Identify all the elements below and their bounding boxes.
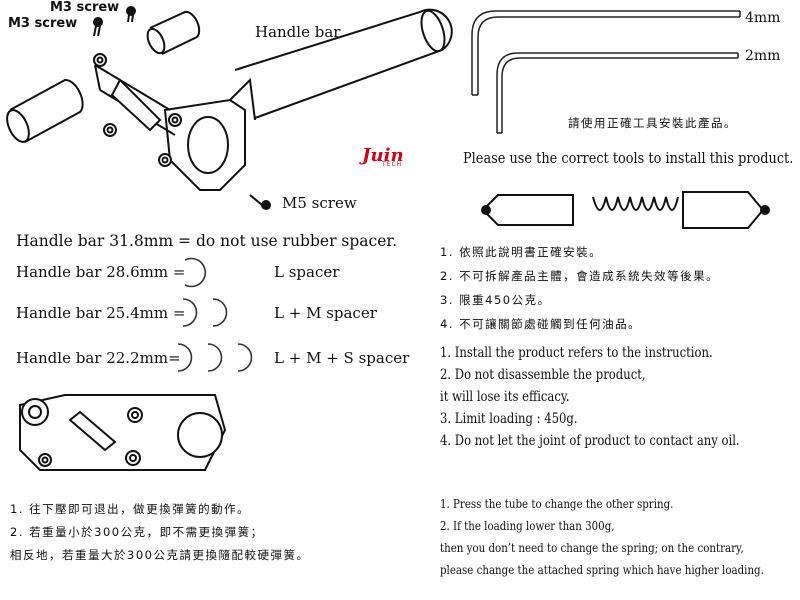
- instruction-en-item: 2. Do not disassemble the product,: [440, 367, 646, 383]
- spring-en-item: then you don’t need to change the spring…: [440, 540, 744, 555]
- handle-bar-label: Handle bar: [255, 23, 341, 41]
- instruction-zh-item: 3. 限重450公克。: [440, 293, 551, 307]
- instruction-zh-item: 1. 依照此說明書正確安裝。: [440, 245, 603, 259]
- spring-change-diagram: [19, 394, 227, 471]
- spring-en-item: please change the attached spring which …: [440, 562, 764, 577]
- spring-zh-item: 相反地，若重量大於300公克請更換隨配較硬彈簧。: [10, 548, 310, 562]
- instruction-en-item: 4. Do not let the joint of product to co…: [440, 433, 740, 449]
- tools-note-zh: 請使用正確工具安裝此產品。: [568, 116, 737, 130]
- spring-en-item: 1. Press the tube to change the other sp…: [440, 496, 674, 511]
- assembly-illustration: [6, 6, 453, 210]
- spring-zh-item: 1. 往下壓即可退出，做更換彈簧的動作。: [10, 502, 251, 516]
- logo-subtext: TECH: [382, 161, 403, 168]
- spring-zh-item: 2. 若重量小於300公克，即不需更換彈簧；: [10, 525, 264, 539]
- spacer-row-spacer: L + M spacer: [274, 304, 377, 322]
- brand-logo: Juin TECH: [362, 145, 422, 168]
- instruction-en-item: 1. Install the product refers to the ins…: [440, 345, 713, 361]
- spacer-row-size: Handle bar 28.6mm =: [16, 263, 186, 281]
- wrench-4mm-label: 4mm: [745, 10, 781, 26]
- spacer-ring-icons: [177, 257, 253, 372]
- instruction-en-item: it will lose its efficacy.: [440, 389, 570, 405]
- spacer-row-size: Handle bar 25.4mm =: [16, 304, 186, 322]
- spacer-row-spacer: L + M + S spacer: [274, 349, 410, 367]
- spacer-row-spacer: L spacer: [274, 263, 340, 281]
- logo-text: Juin: [362, 145, 404, 166]
- spring-tube-illustration: [481, 191, 770, 229]
- hex-keys-illustration: [471, 10, 741, 134]
- m3-screw-label-1: M3 screw: [50, 0, 120, 15]
- instruction-zh-item: 2. 不可拆解產品主體，會造成系統失效等後果。: [440, 269, 720, 283]
- spring-en-item: 2. If the loading lower than 300g,: [440, 518, 615, 533]
- instruction-en-item: 3. Limit loading : 450g.: [440, 411, 578, 427]
- m3-screw-label-2: M3 screw: [8, 16, 78, 31]
- m5-screw-label: M5 screw: [282, 194, 357, 212]
- tools-note-en: Please use the correct tools to install …: [463, 149, 794, 167]
- no-spacer-warning: Handle bar 31.8mm = do not use rubber sp…: [16, 232, 398, 250]
- instruction-zh-item: 4. 不可讓關節處碰觸到任何油品。: [440, 317, 642, 331]
- spacer-row-size: Handle bar 22.2mm=: [16, 349, 181, 367]
- wrench-2mm-label: 2mm: [745, 48, 781, 64]
